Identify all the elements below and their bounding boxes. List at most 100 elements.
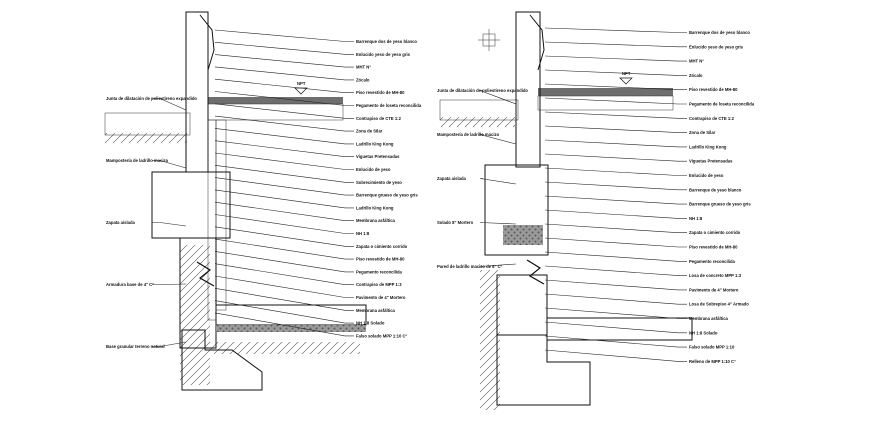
crosshair-mark bbox=[478, 29, 500, 51]
right-exterior-slab bbox=[439, 99, 519, 121]
left-soil-upper bbox=[105, 133, 187, 143]
callout-leader bbox=[544, 167, 687, 176]
left-level-marker bbox=[294, 87, 308, 95]
left-foundation-wall bbox=[179, 237, 217, 349]
callout-label: Pegamento reconcilida bbox=[689, 259, 736, 264]
callout-label: Relleno de MPP 1:10 Cº bbox=[689, 359, 736, 364]
callout-leader bbox=[214, 189, 354, 209]
callout-leader bbox=[544, 321, 687, 334]
callout-leader bbox=[544, 265, 687, 276]
right-brick-wall bbox=[515, 11, 541, 168]
right-floor-slab bbox=[537, 95, 674, 111]
callout-leader bbox=[152, 160, 187, 169]
callout-label: Barrenque dos de yeso blanco bbox=[689, 30, 750, 35]
callout-label: Barrenque dos de yeso blanco bbox=[356, 39, 417, 44]
callout-label: Pegamento de loseta reconcilida bbox=[356, 103, 422, 108]
callout-leader bbox=[214, 226, 354, 247]
callout-leader bbox=[214, 288, 354, 311]
callout-leader bbox=[544, 307, 687, 319]
callout-label: Piso revestido de MH-80 bbox=[356, 90, 405, 95]
right-detail-labels-left: Junta de dilatación de poliestireno expa… bbox=[437, 88, 528, 269]
callout-leader bbox=[479, 263, 517, 267]
callout-leader bbox=[152, 283, 187, 285]
callout-leader bbox=[214, 42, 354, 55]
right-base-footing bbox=[496, 334, 591, 406]
callout-leader bbox=[479, 90, 517, 105]
callout-leader bbox=[544, 69, 687, 76]
callout-label: Pavimento de 4" Mortero bbox=[689, 287, 739, 292]
callout-leader bbox=[152, 98, 187, 111]
callout-label: Viguetas Pretensadas bbox=[689, 159, 733, 164]
callout-leader bbox=[544, 139, 687, 148]
callout-label: Falso solado MPP 1:10 bbox=[689, 345, 735, 350]
callout-label: Contrapiso de CTE 1:2 bbox=[356, 116, 402, 121]
callout-leader bbox=[214, 177, 354, 196]
callout-leader bbox=[214, 29, 354, 42]
callout-leader bbox=[214, 214, 354, 234]
callout-label: Barrenque grueso de yeso gris bbox=[689, 202, 751, 207]
callout-label: Zócalo bbox=[689, 73, 703, 78]
callout-leader bbox=[544, 97, 687, 105]
left-base-footing bbox=[181, 329, 263, 391]
callout-label: Membrana asfáltica bbox=[356, 218, 396, 223]
callout-label: Enlucido yeso de yeso gris bbox=[689, 44, 744, 49]
callout-leader bbox=[544, 209, 687, 219]
callout-leader bbox=[214, 140, 354, 157]
callout-leader bbox=[544, 237, 687, 248]
callout-label: Ladrillo King Kong bbox=[689, 144, 727, 149]
callout-leader bbox=[214, 201, 354, 221]
left-lower-gravel bbox=[216, 325, 366, 332]
callout-leader bbox=[214, 54, 354, 68]
callout-label: Zona de Silar bbox=[356, 129, 383, 134]
callout-label: Ladrillo King Kong bbox=[356, 141, 394, 146]
callout-leader bbox=[214, 165, 354, 183]
callout-label: Contrapiso de CTE 1:2 bbox=[689, 116, 735, 121]
left-soil-base bbox=[210, 342, 360, 354]
callout-label: Solado 8" Mortero bbox=[437, 220, 474, 225]
left-footing bbox=[151, 171, 231, 239]
callout-label: Piso revestido de MH-80 bbox=[356, 257, 405, 262]
callout-label: Mampostería de ladrillo macizo bbox=[437, 132, 500, 137]
callout-leader bbox=[214, 115, 354, 132]
right-wall-top-break bbox=[529, 14, 545, 71]
left-break-line bbox=[196, 261, 215, 287]
callout-label: Sobrecimiento de yeso bbox=[356, 180, 402, 185]
right-lower-slab bbox=[546, 317, 693, 341]
callout-label: Barrenque grueso de yeso gris bbox=[356, 193, 418, 198]
callout-leader bbox=[544, 279, 687, 291]
callout-leader bbox=[214, 128, 354, 145]
callout-label: Falso solado MPP 1:10 Cº bbox=[356, 333, 407, 338]
callout-leader bbox=[214, 312, 354, 337]
callout-leader bbox=[214, 66, 354, 81]
callout-leader bbox=[214, 300, 354, 324]
callout-label: Membrana asfáltica bbox=[356, 308, 396, 313]
callout-leader bbox=[544, 349, 687, 362]
callout-leader bbox=[214, 152, 354, 170]
callout-label: Piso revestido de MH-80 bbox=[689, 245, 738, 250]
left-detail-labels-left: Junta de dilatación de poliestireno expa… bbox=[106, 96, 197, 349]
callout-label: NH 1:8 Solado bbox=[689, 330, 718, 335]
callout-label: Pared de ladrillo macizo de 6" Cº bbox=[437, 264, 503, 269]
callout-label: Pegamento de loseta reconcilida bbox=[689, 102, 755, 107]
callout-leader bbox=[479, 222, 517, 225]
callout-label: Zona de Silar bbox=[689, 130, 716, 135]
left-brick-wall bbox=[185, 11, 209, 173]
callout-leader bbox=[479, 178, 517, 185]
callout-label: NH 1:8 Solado bbox=[356, 321, 385, 326]
right-detail: NPT bbox=[439, 11, 693, 410]
left-detail: NPT bbox=[104, 11, 367, 391]
callout-leader bbox=[214, 251, 354, 273]
left-cavity bbox=[215, 119, 227, 311]
callout-leader bbox=[544, 251, 687, 262]
callout-label: Enlucido yeso de yeso gris bbox=[356, 52, 411, 57]
callout-label: MHT N° bbox=[356, 65, 371, 70]
callout-label: Enlucido de yeso bbox=[689, 173, 724, 178]
callout-label: Zapata o cimiento corrido bbox=[689, 230, 741, 235]
callout-label: Zapata o cimiento corrido bbox=[356, 244, 408, 249]
right-soil-lower bbox=[480, 270, 500, 410]
callout-label: Membrana asfáltica bbox=[689, 316, 729, 321]
right-solado bbox=[503, 225, 543, 245]
